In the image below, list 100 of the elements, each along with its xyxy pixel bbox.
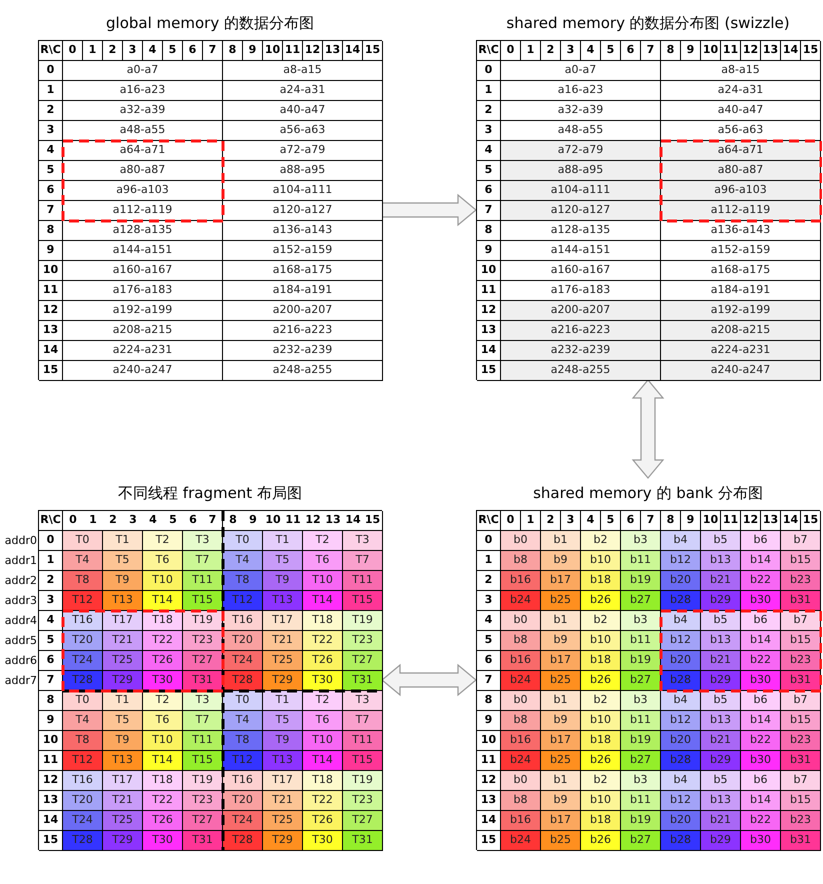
table-cell: b5	[701, 531, 741, 551]
table-cell: b11	[621, 791, 661, 811]
table-cell: T0	[223, 691, 263, 711]
table-cell: T22	[303, 631, 343, 651]
table-cell: T22	[143, 791, 183, 811]
table-cell: a240-a247	[661, 361, 821, 381]
table-cell: T11	[343, 731, 383, 751]
table-cell: T27	[343, 651, 383, 671]
table-cell: b19	[621, 571, 661, 591]
table-cell: b23	[781, 811, 821, 831]
block-arrow	[381, 664, 477, 696]
table-cell: b15	[781, 551, 821, 571]
table-cell: T1	[103, 691, 143, 711]
table-cell: T30	[143, 831, 183, 851]
table-cell: T20	[63, 631, 103, 651]
table-cell: T21	[263, 791, 303, 811]
table-cell: b13	[701, 711, 741, 731]
table-cell: b8	[501, 631, 541, 651]
table-cell: T17	[263, 611, 303, 631]
table-cell: a176-a183	[63, 281, 223, 301]
table-cell: b17	[541, 651, 581, 671]
table-cell: b10	[581, 711, 621, 731]
table-cell: b22	[741, 571, 781, 591]
table-cell: a232-a239	[223, 341, 383, 361]
table-cell: T14	[143, 751, 183, 771]
table-cell: b1	[541, 611, 581, 631]
table-cell: b2	[581, 771, 621, 791]
table-cell: b26	[581, 751, 621, 771]
table-cell: T27	[343, 811, 383, 831]
table-cell: T8	[63, 571, 103, 591]
table-cell: b24	[501, 591, 541, 611]
table-cell: a144-a151	[63, 241, 223, 261]
table-cell: a176-a183	[501, 281, 661, 301]
table-cell: b21	[701, 811, 741, 831]
block-arrow	[381, 194, 477, 226]
table-cell: b3	[621, 771, 661, 791]
table-cell: b3	[621, 691, 661, 711]
table-cell: b8	[501, 711, 541, 731]
table-cell: a200-a207	[501, 301, 661, 321]
table-cell: T21	[103, 791, 143, 811]
table-title: global memory 的数据分布图	[106, 12, 314, 34]
table-cell: a168-a175	[223, 261, 383, 281]
table-cell: T3	[343, 531, 383, 551]
table-cell: b12	[661, 551, 701, 571]
table-cell: T23	[343, 631, 383, 651]
table-cell: b8	[501, 551, 541, 571]
table-cell: b19	[621, 731, 661, 751]
table-cell: a192-a199	[63, 301, 223, 321]
table-cell: a112-a119	[661, 201, 821, 221]
table-cell: T28	[223, 671, 263, 691]
table-cell: T19	[343, 611, 383, 631]
table-cell: T14	[303, 751, 343, 771]
table-cell: b7	[781, 611, 821, 631]
table-cell: b29	[701, 671, 741, 691]
table-cell: a96-a103	[63, 181, 223, 201]
table-cell: T9	[263, 731, 303, 751]
table-cell: a24-a31	[223, 81, 383, 101]
table-cell: T10	[303, 731, 343, 751]
table-cell: a72-a79	[501, 141, 661, 161]
table-cell: b6	[741, 611, 781, 631]
address-label: addr5	[4, 632, 38, 649]
table-cell: T7	[183, 711, 223, 731]
table-cell: b17	[541, 571, 581, 591]
table-cell: T21	[103, 631, 143, 651]
table-cell: a0-a7	[63, 61, 223, 81]
table-cell: b2	[581, 531, 621, 551]
table-cell: b20	[661, 731, 701, 751]
table-cell: b7	[781, 531, 821, 551]
table-cell: b11	[621, 631, 661, 651]
table-cell: b10	[581, 631, 621, 651]
table-cell: a240-a247	[63, 361, 223, 381]
table-cell: T12	[63, 591, 103, 611]
table-cell: T6	[303, 711, 343, 731]
table-cell: b6	[741, 531, 781, 551]
table-cell: T31	[183, 831, 223, 851]
table-cell: b23	[781, 731, 821, 751]
table-cell: b14	[741, 631, 781, 651]
table-cell: b30	[741, 591, 781, 611]
table-cell: b27	[621, 591, 661, 611]
table-cell: T28	[63, 671, 103, 691]
table-cell: T5	[103, 711, 143, 731]
table-cell: T10	[303, 571, 343, 591]
table-cell: T27	[183, 811, 223, 831]
table-cell: T14	[303, 591, 343, 611]
table-cell: a216-a223	[223, 321, 383, 341]
table-cell: b3	[621, 531, 661, 551]
table-cell: b4	[661, 771, 701, 791]
table-cell: a72-a79	[223, 141, 383, 161]
address-label: addr4	[4, 612, 38, 629]
table-cell: b12	[661, 711, 701, 731]
table-cell: b20	[661, 811, 701, 831]
table-cell: T26	[303, 811, 343, 831]
table-cell: a248-a255	[501, 361, 661, 381]
address-label: addr0	[4, 532, 38, 549]
column-header: R\C	[39, 511, 63, 531]
table-cell: b25	[541, 831, 581, 851]
table-cell: a136-a143	[661, 221, 821, 241]
address-label: addr7	[4, 672, 38, 689]
table-cell: b0	[501, 691, 541, 711]
table-cell: T20	[63, 791, 103, 811]
